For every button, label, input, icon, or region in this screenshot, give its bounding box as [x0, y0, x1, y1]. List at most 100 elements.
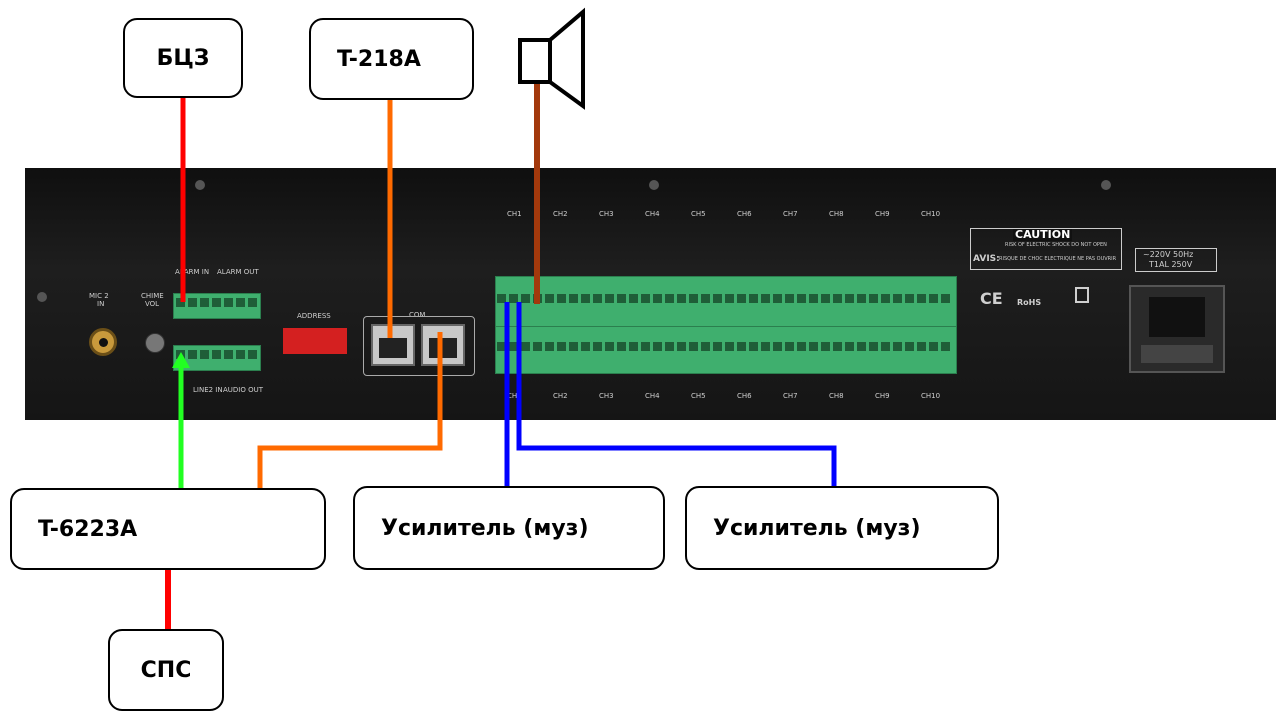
terminal-screw — [521, 294, 530, 303]
com-port-frame — [363, 316, 475, 376]
terminal-screw — [929, 342, 938, 351]
terminal-screw — [248, 350, 257, 359]
channel-label-top: CH7 — [783, 210, 798, 218]
terminal-screw — [857, 294, 866, 303]
wire-com-t6223a — [257, 332, 443, 490]
terminal-screw — [557, 342, 566, 351]
terminal-screw — [200, 350, 209, 359]
mic2-jack — [89, 328, 117, 356]
terminal-screw — [509, 342, 518, 351]
terminal-screw — [917, 342, 926, 351]
terminal-screw — [569, 342, 578, 351]
address-dip-switch — [283, 328, 347, 354]
terminal-screw — [497, 294, 506, 303]
device-rear-panel: MIC 2 IN CHIME VOL ALARM IN ALARM OUT LI… — [25, 168, 1276, 420]
address-label: ADDRESS — [297, 312, 331, 320]
channel-label-bottom: CH5 — [691, 392, 706, 400]
terminal-screw — [701, 342, 710, 351]
chime-vol-label: VOL — [145, 300, 160, 308]
terminal-screw — [941, 294, 950, 303]
terminal-screw — [713, 342, 722, 351]
channel-label-top: CH4 — [645, 210, 660, 218]
speaker-icon — [518, 7, 585, 110]
terminal-screw — [605, 342, 614, 351]
fuse-label: T1AL 250V — [1149, 260, 1193, 269]
terminal-screw — [893, 342, 902, 351]
terminal-screw — [701, 294, 710, 303]
t218a-label: T-218A — [337, 46, 421, 72]
channel-label-bottom: CH1 — [507, 392, 522, 400]
caution-subtitle: RISK OF ELECTRIC SHOCK DO NOT OPEN — [1005, 242, 1107, 248]
terminal-screw — [533, 342, 542, 351]
terminal-screw — [785, 342, 794, 351]
avis-subtitle: RISQUE DE CHOC ELECTRIQUE NE PAS OUVRIR — [999, 256, 1117, 262]
terminal-screw — [845, 342, 854, 351]
terminal-screw — [497, 342, 506, 351]
terminal-screw — [665, 342, 674, 351]
terminal-screw — [869, 342, 878, 351]
t6223a-label: T-6223A — [38, 516, 138, 542]
power-socket — [1129, 285, 1225, 373]
terminal-screw — [653, 342, 662, 351]
terminal-screw — [224, 298, 233, 307]
screw-icon — [195, 180, 205, 190]
channel-label-top: CH6 — [737, 210, 752, 218]
channel-label-bottom: CH7 — [783, 392, 798, 400]
channel-label-bottom: CH9 — [875, 392, 890, 400]
audio-out-label: AUDIO OUT — [223, 386, 264, 394]
t6223a-box: T-6223A — [10, 488, 326, 570]
channel-label-bottom: CH10 — [921, 392, 941, 400]
chime-vol-knob — [145, 333, 165, 353]
terminal-screw — [665, 294, 674, 303]
channel-label-bottom: CH4 — [645, 392, 660, 400]
amplifier-2-label: Усилитель (муз) — [713, 515, 921, 541]
terminal-screw — [557, 294, 566, 303]
wire-music-2 — [516, 302, 837, 488]
sps-box: СПС — [108, 629, 224, 711]
terminal-screw — [929, 294, 938, 303]
terminal-screw — [797, 294, 806, 303]
line2-in-label: LINE2 IN — [193, 386, 223, 394]
com-port-1 — [371, 324, 415, 366]
channel-label-top: CH2 — [553, 210, 568, 218]
bcz-box: БЦЗ — [123, 18, 243, 98]
terminal-screw — [737, 342, 746, 351]
terminal-screw — [725, 294, 734, 303]
terminal-screw — [188, 350, 197, 359]
terminal-screw — [176, 298, 185, 307]
terminal-screw — [212, 298, 221, 307]
caution-label-box — [970, 228, 1122, 270]
terminal-screw — [833, 342, 842, 351]
terminal-screw — [773, 342, 782, 351]
caution-title: CAUTION — [1013, 228, 1073, 241]
terminal-screw — [629, 342, 638, 351]
terminal-screw — [689, 342, 698, 351]
terminal-screw — [593, 342, 602, 351]
channel-label-bottom: CH3 — [599, 392, 614, 400]
amplifier-2-box: Усилитель (муз) — [685, 486, 999, 570]
terminal-screw — [713, 294, 722, 303]
terminal-screw — [761, 294, 770, 303]
terminal-screw — [797, 342, 806, 351]
terminal-screw — [248, 298, 257, 307]
channel-label-top: CH9 — [875, 210, 890, 218]
rohs-mark: RoHS — [1017, 298, 1042, 307]
channel-label-top: CH5 — [691, 210, 706, 218]
power-label: ~220V 50Hz — [1143, 250, 1194, 259]
avis-label: AVIS: — [973, 254, 1000, 264]
screw-icon — [1101, 180, 1111, 190]
terminal-screw — [236, 350, 245, 359]
terminal-screw — [917, 294, 926, 303]
terminal-screw — [845, 294, 854, 303]
sps-label: СПС — [140, 657, 192, 683]
terminal-screw — [641, 294, 650, 303]
t218a-box: T-218A — [309, 18, 474, 100]
terminal-screw — [749, 342, 758, 351]
terminal-screw — [569, 294, 578, 303]
terminal-screw — [641, 342, 650, 351]
terminal-screw — [629, 294, 638, 303]
terminal-screw — [188, 298, 197, 307]
channel-label-top: CH10 — [921, 210, 941, 218]
screw-icon — [37, 292, 47, 302]
terminal-screw — [509, 294, 518, 303]
